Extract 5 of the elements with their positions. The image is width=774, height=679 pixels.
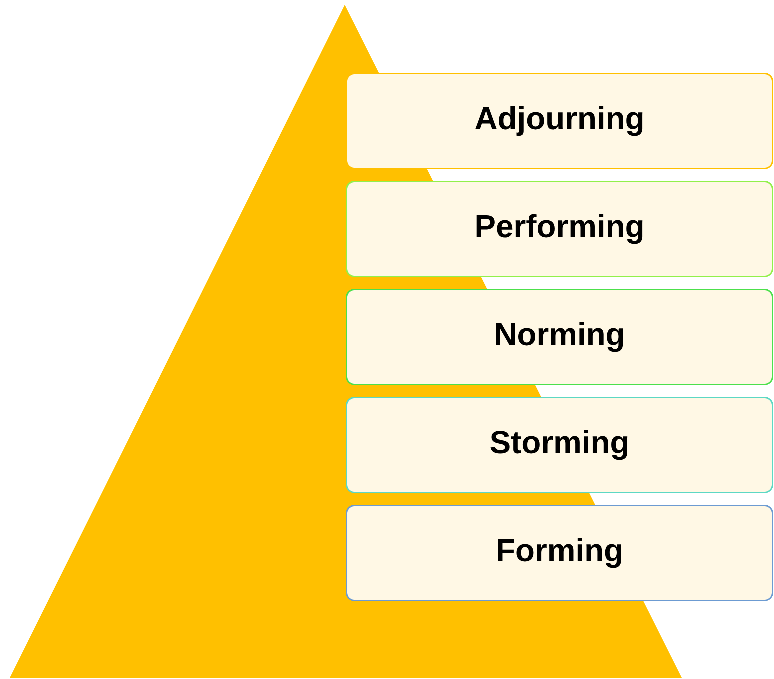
stage-box: Norming: [346, 289, 774, 386]
stage-box: Forming: [346, 505, 774, 602]
stage-box: Performing: [346, 181, 774, 278]
stage-box: Storming: [346, 397, 774, 494]
stage-box: Adjourning: [346, 73, 774, 170]
